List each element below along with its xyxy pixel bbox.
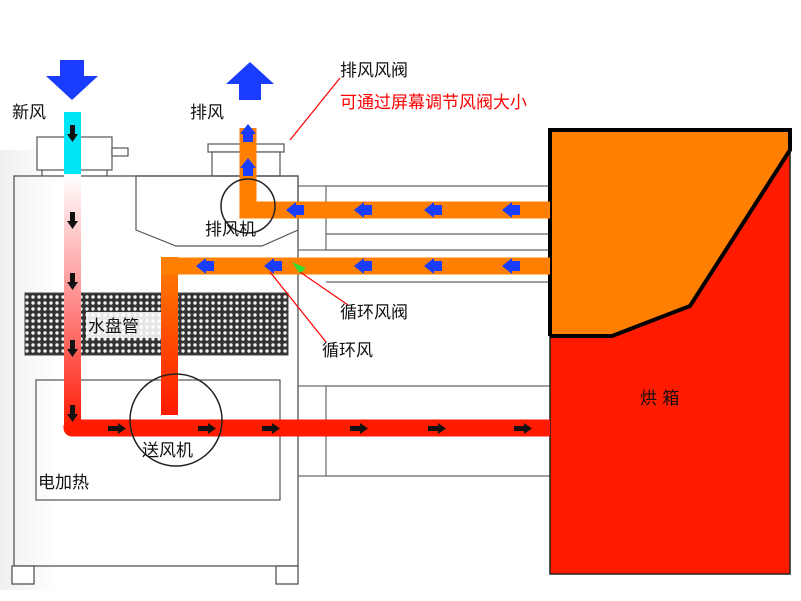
cabinet-leg-right [275,565,299,585]
fresh-air-label: 新风 [12,103,46,123]
exhaust-label: 排风 [190,103,224,123]
exhaust-fan [220,178,276,234]
exhaust-outlet-arrow-icon [226,62,274,100]
supply-flow-arrows [67,125,532,434]
damper-note-label: 可通过屏幕调节风阀大小 [340,93,527,113]
oven-label: 烘 箱 [640,389,679,409]
exhaust-flow-arrows [240,124,520,218]
supply-fan-label: 送风机 [142,441,193,461]
water-coil-label: 水盘管 [88,317,139,337]
recirc-air-label: 循环风 [322,341,373,361]
recirc-damper-label: 循环风阀 [340,303,408,323]
exhaust-duct [239,128,550,219]
supply-duct [63,419,550,437]
background-shade [0,150,60,590]
recirc-air-leader [269,271,327,343]
recirc-flow-arrows [196,258,520,274]
exhaust-hood [135,175,299,247]
recirc-damper-leader [299,271,349,306]
cabinet-leg-left [11,565,35,585]
exhaust-fan-label: 排风机 [205,220,256,240]
recirc-damper-icon [292,262,306,274]
fresh-air-inlet-arrow-icon [46,60,98,100]
oven: 烘 箱 [548,128,792,575]
fresh-air-motor [36,136,129,176]
exhaust-damper-label: 排风风阀 [340,61,408,81]
heater-compartment [35,379,281,501]
supply-fan [129,373,223,467]
damper-note-leader [289,77,341,141]
fresh-air-duct [64,112,81,428]
oven-upper-chamber [550,130,790,336]
electric-heater-label: 电加热 [38,473,89,493]
